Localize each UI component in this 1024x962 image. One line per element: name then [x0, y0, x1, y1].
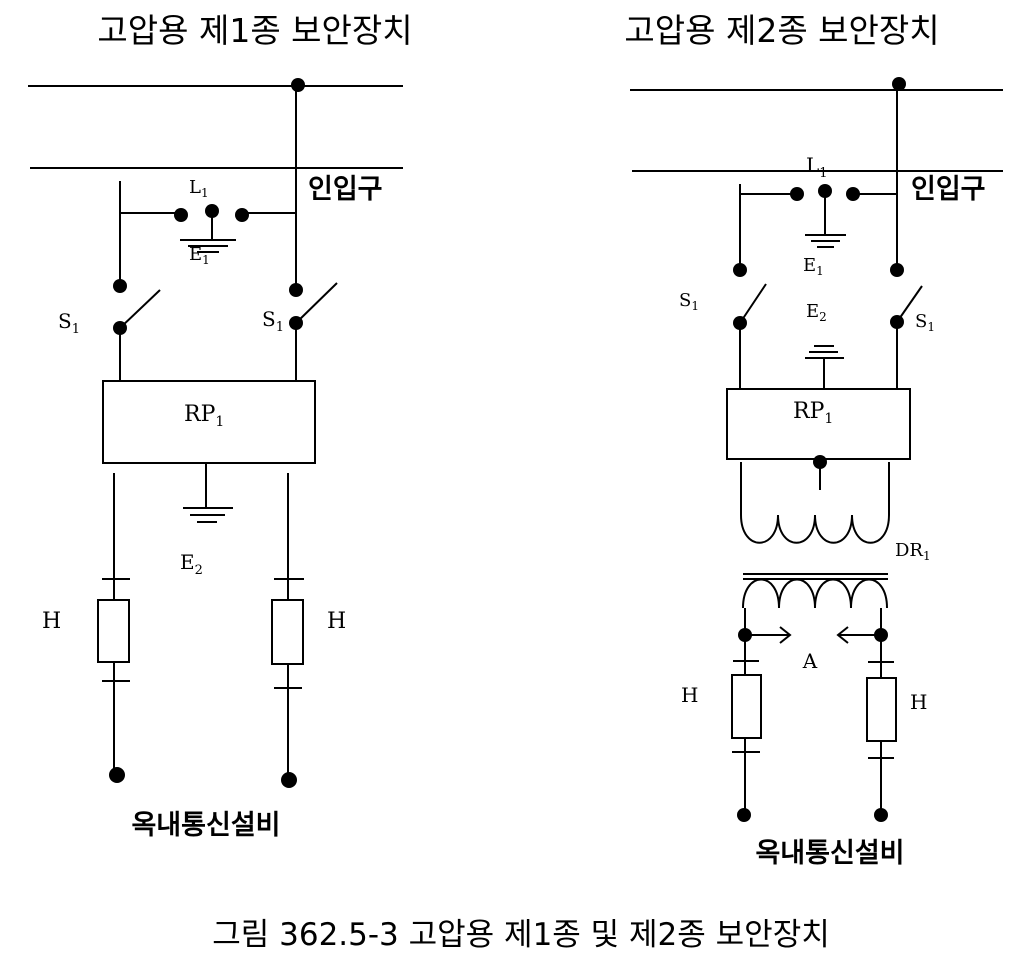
type1-title: 고압용 제1종 보안장치 [97, 11, 412, 50]
type2-ground-e2-label: E2 [806, 301, 827, 324]
type1-fuse-right-label: H [327, 609, 346, 634]
type2-drain-coil-label: DR1 [895, 540, 931, 563]
type2-ground-e1-label: E1 [803, 255, 824, 278]
type2-arrester: L1 [740, 153, 897, 235]
type2-title: 고압용 제2종 보안장치 [624, 11, 939, 50]
type1-junction-upper [291, 78, 305, 92]
type2-switch-right: S1 [890, 263, 935, 389]
type1-arrester-label: L1 [189, 177, 209, 200]
type1-ground-e1: E1 [180, 239, 236, 267]
type2-switch-left: S1 [679, 263, 767, 389]
type2-fuse-left: H [681, 635, 762, 822]
type2-diagram: 고압용 제2종 보안장치 인입구 L1 E1 [624, 11, 1003, 869]
type1-fuse-left: H [42, 473, 130, 783]
type2-switch-left-label: S1 [679, 290, 699, 313]
type2-entrance-label: 인입구 [911, 174, 986, 205]
type1-indoor-label: 옥내통신설비 [131, 810, 280, 841]
type1-diagram: 고압용 제1종 보안장치 인입구 L1 E1 [28, 11, 413, 841]
type2-fuse-right: H [866, 635, 927, 822]
type2-discharge-gap: A [738, 608, 888, 673]
figure-caption: 그림 362.5-3 고압용 제1종 및 제2종 보안장치 [212, 917, 830, 953]
type1-arrester: L1 [120, 177, 296, 240]
type2-switch-right-label: S1 [915, 311, 935, 334]
type2-ground-e2: E2 [805, 301, 844, 389]
type1-switch-right-label: S1 [262, 307, 284, 335]
type1-ground-e1-label: E1 [189, 244, 210, 267]
type2-indoor-label: 옥내통신설비 [755, 838, 904, 869]
type2-drain-coil: DR1 [740, 455, 931, 609]
type1-ground-e2: E2 [180, 463, 233, 578]
type2-discharge-gap-label: A [802, 649, 818, 673]
type1-fuse-right: H [271, 473, 346, 788]
type1-ground-e2-label: E2 [180, 550, 203, 578]
type2-protector-label: RP1 [793, 399, 833, 427]
type1-entrance-label: 인입구 [308, 174, 383, 205]
type2-junction-upper [892, 77, 906, 91]
type1-protector-box [102, 380, 316, 464]
type2-fuse-right-label: H [910, 690, 927, 714]
type2-arrester-label: L1 [806, 153, 828, 181]
type1-switch-left-label: S1 [58, 309, 80, 337]
type1-switch-left: S1 [58, 279, 161, 382]
type2-fuse-left-label: H [681, 683, 698, 707]
type2-ground-e1: E1 [803, 234, 846, 278]
type1-fuse-left-label: H [42, 609, 61, 634]
type1-protector-label: RP1 [184, 402, 224, 430]
type1-switch-right: S1 [262, 282, 338, 382]
